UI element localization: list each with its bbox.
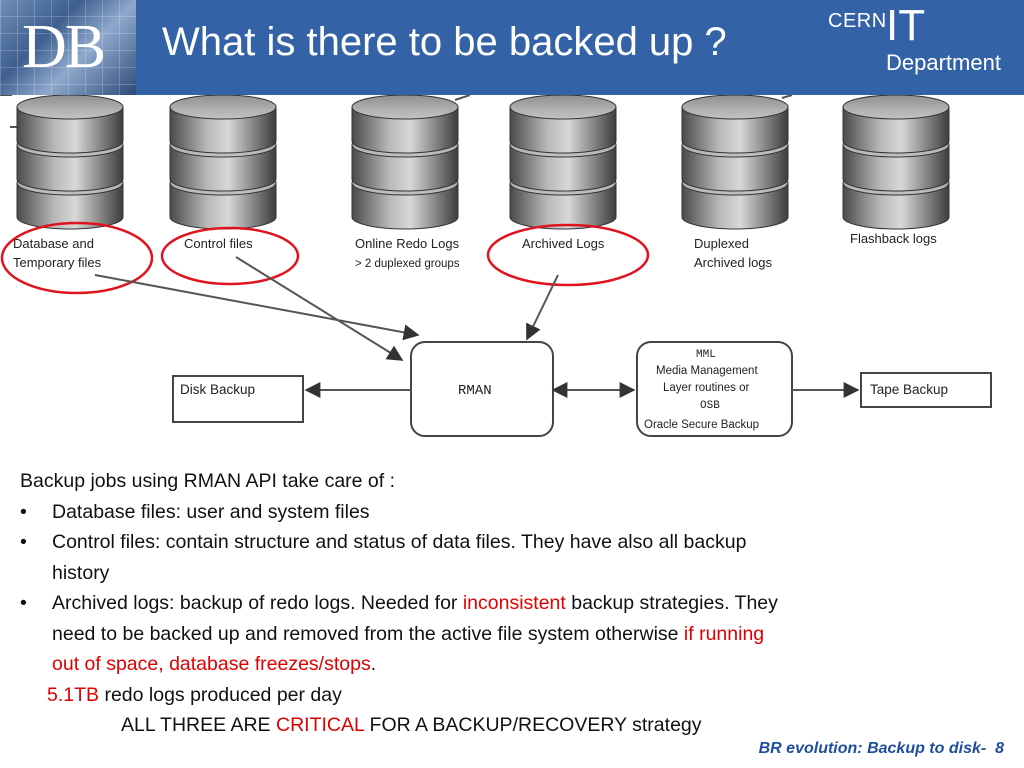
bullet-dot: • bbox=[20, 531, 27, 553]
db-label-duplexed-1: Duplexed bbox=[694, 236, 749, 251]
circle-datafiles bbox=[0, 221, 154, 295]
title-bar: What is there to be backed up ? bbox=[136, 0, 806, 95]
bullet-dot: • bbox=[20, 592, 27, 614]
database-cylinder-icon bbox=[509, 95, 617, 230]
db-label-controlfiles: Control files bbox=[184, 236, 253, 251]
database-cylinder-icon bbox=[169, 95, 277, 230]
redo-volume-text: redo logs produced per day bbox=[99, 683, 342, 706]
highlight-inconsistent: inconsistent bbox=[462, 592, 566, 614]
arrow-controlfiles-rman bbox=[235, 256, 404, 361]
database-cylinder-icon bbox=[16, 95, 124, 230]
db-label-flashback: Flashback logs bbox=[850, 231, 937, 246]
db-logo-text: DB bbox=[22, 13, 106, 81]
slide-title: What is there to be backed up ? bbox=[162, 20, 727, 64]
critical-text-b: FOR A BACKUP/RECOVERY strategy bbox=[364, 714, 702, 736]
highlight-critical: CRITICAL bbox=[275, 714, 365, 736]
db-label-redologs-1: Online Redo Logs bbox=[355, 236, 460, 251]
bullet-archived-logs: • Archived logs: backup of redo logs. Ne… bbox=[20, 588, 1020, 680]
page-number: 8 bbox=[995, 740, 1004, 757]
rman-label: RMAN bbox=[458, 383, 492, 399]
mml-label-5: Oracle Secure Backup bbox=[644, 419, 759, 431]
db-label-datafiles-2: Temporary files bbox=[13, 255, 102, 270]
db-label-redologs-2: > 2 duplexed groups bbox=[355, 258, 460, 270]
mml-label-1: MML bbox=[696, 349, 716, 361]
circle-controlfiles bbox=[160, 226, 300, 286]
db-label-duplexed-2: Archived logs bbox=[694, 255, 773, 270]
cern-it-logo: CERN IT Department bbox=[806, 0, 1024, 95]
bullet-control-files: • Control files: contain structure and s… bbox=[20, 527, 1020, 588]
intro-line: Backup jobs using RMAN API take care of … bbox=[20, 470, 396, 492]
tape-backup-box bbox=[860, 372, 992, 408]
bullet-text: . bbox=[370, 653, 377, 675]
highlight-circles bbox=[0, 221, 650, 295]
cern-logo-text: CERN bbox=[828, 10, 887, 32]
arrow-archivedlogs-rman bbox=[526, 274, 559, 341]
mml-label-4: OSB bbox=[700, 400, 720, 412]
disk-backup-label: Disk Backup bbox=[180, 382, 255, 397]
highlight-out-of-space: out of space, database freezes/stops bbox=[52, 653, 371, 675]
bullet-text: Database files: user and system files bbox=[52, 500, 370, 523]
arrow-datafiles-rman bbox=[94, 274, 420, 341]
mml-label-2: Media Management bbox=[656, 365, 758, 377]
circle-archivedlogs bbox=[486, 223, 650, 287]
highlight-if-running: if running bbox=[683, 622, 765, 645]
footer-text: BR evolution: Backup to disk- bbox=[758, 740, 987, 757]
database-cylinder-icon bbox=[681, 95, 789, 230]
bullet-text: need to be backed up and removed from th… bbox=[52, 622, 684, 645]
bullet-text: backup strategies. They bbox=[565, 592, 778, 614]
database-cylinder-icon bbox=[842, 95, 950, 230]
mml-label-3: Layer routines or bbox=[663, 382, 749, 394]
it-logo-text: IT bbox=[886, 1, 926, 50]
disk-backup-box bbox=[172, 375, 304, 423]
bullet-dot: • bbox=[20, 500, 27, 523]
critical-line: ALL THREE ARE CRITICAL FOR A BACKUP/RECO… bbox=[20, 710, 1020, 741]
db-logo: DB bbox=[0, 0, 136, 95]
tape-backup-label: Tape Backup bbox=[870, 382, 948, 397]
db-label-datafiles-1: Database and bbox=[13, 236, 94, 251]
database-cylinders bbox=[16, 95, 950, 230]
bullet-database-files: • Database files: user and system files bbox=[20, 497, 1020, 528]
database-cylinder-icon bbox=[351, 95, 459, 230]
critical-text-a: ALL THREE ARE bbox=[121, 714, 276, 736]
db-label-archivedlogs: Archived Logs bbox=[522, 236, 605, 251]
department-logo-text: Department bbox=[886, 50, 1001, 75]
bullet-text: history bbox=[52, 561, 110, 584]
slide-header: DB What is there to be backed up ? CERN … bbox=[0, 0, 1024, 95]
slide-body: Backup jobs using RMAN API take care of … bbox=[20, 466, 1020, 741]
highlight-5-1tb: 5.1TB bbox=[47, 683, 100, 706]
backup-diagram: Database and Temporary files Control fil… bbox=[0, 95, 1024, 445]
slide-footer: BR evolution: Backup to disk- 8 bbox=[759, 740, 1004, 758]
redo-volume-line: 5.1TB redo logs produced per day bbox=[20, 680, 1020, 711]
bullet-text: Archived logs: backup of redo logs. Need… bbox=[52, 592, 463, 614]
bullet-text: Control files: contain structure and sta… bbox=[52, 531, 747, 553]
diagram-svg: Database and Temporary files Control fil… bbox=[0, 95, 992, 437]
